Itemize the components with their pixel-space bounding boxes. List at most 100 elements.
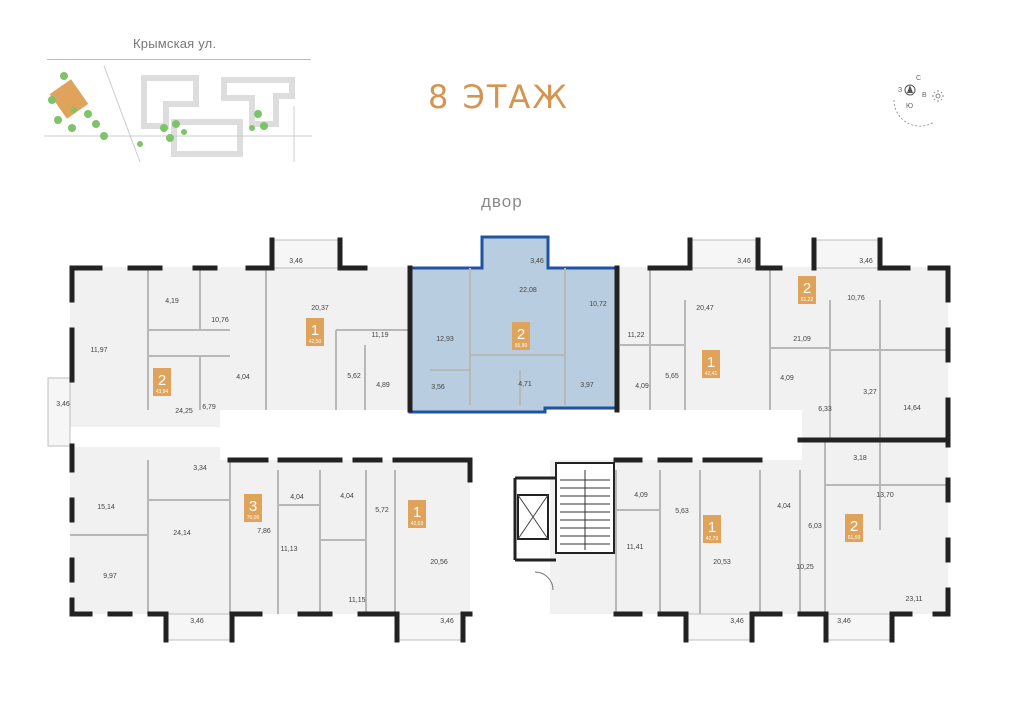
room-area-label: 15,14	[97, 504, 115, 511]
room-area-label: 23,11	[906, 596, 923, 603]
badge-rooms: 1	[708, 519, 716, 536]
room-area-label: 10,25	[796, 564, 814, 571]
badge-area: 55,90	[515, 343, 528, 349]
room-area-label: 12,93	[436, 336, 454, 343]
badge-area: 61,22	[801, 297, 814, 303]
room-area-label: 6,03	[808, 523, 822, 530]
room-area-label: 3,46	[730, 618, 744, 625]
apartment-badge[interactable]: 261,59	[845, 514, 863, 542]
room-area-label: 20,56	[430, 559, 448, 566]
room-area-label: 3,34	[193, 465, 207, 472]
compass-s: Ю	[906, 103, 913, 110]
apartment-badge[interactable]: 142,41	[702, 350, 720, 378]
badge-area: 61,59	[848, 535, 861, 541]
room-area-label: 4,04	[290, 494, 304, 501]
room-area-label: 9,97	[103, 573, 117, 580]
room-area-label: 11,22	[628, 332, 645, 339]
badge-area: 42,50	[309, 339, 322, 345]
room-area-label: 4,04	[236, 374, 250, 381]
room-area-label: 5,62	[347, 373, 361, 380]
room-area-label: 4,71	[518, 381, 532, 388]
room-area-label: 4,09	[634, 492, 648, 499]
badge-area: 42,03	[411, 521, 424, 527]
room-area-label: 10,76	[847, 295, 865, 302]
badge-rooms: 2	[517, 326, 525, 343]
room-area-label: 11,15	[349, 597, 366, 604]
room-area-label: 3,46	[56, 401, 70, 408]
room-area-label: 4,89	[376, 382, 390, 389]
room-area-label: 20,53	[713, 559, 731, 566]
street-name: Крымская ул.	[133, 36, 217, 51]
room-area-label: 24,25	[175, 408, 193, 415]
room-area-label: 3,46	[190, 618, 204, 625]
apartment-badge[interactable]: 376,06	[244, 494, 262, 522]
room-area-label: 20,47	[696, 305, 714, 312]
badge-rooms: 2	[158, 372, 166, 389]
room-area-label: 6,33	[818, 406, 832, 413]
room-area-label: 5,72	[375, 507, 389, 514]
apartment-badge[interactable]: 142,03	[408, 500, 426, 528]
apartment-badge[interactable]: 142,50	[306, 318, 324, 346]
room-area-label: 4,04	[340, 493, 354, 500]
room-area-label: 3,27	[863, 389, 877, 396]
apartment-badge[interactable]: 261,22	[798, 276, 816, 304]
room-area-label: 24,14	[173, 530, 191, 537]
room-area-label: 3,18	[853, 455, 867, 462]
badge-rooms: 1	[413, 504, 421, 521]
room-area-label: 4,04	[777, 503, 791, 510]
badge-area: 42,41	[705, 371, 718, 377]
room-area-label: 11,13	[281, 546, 298, 553]
room-area-label: 21,09	[793, 336, 811, 343]
room-area-label: 6,79	[202, 404, 216, 411]
room-area-label: 4,19	[165, 298, 179, 305]
plan-base	[47, 235, 951, 643]
room-area-label: 20,37	[311, 305, 329, 312]
badge-area: 42,79	[706, 536, 719, 542]
badge-rooms: 2	[850, 518, 858, 535]
compass-w: З	[898, 87, 902, 94]
compass: С З В Ю	[893, 75, 944, 127]
room-area-label: 3,46	[289, 258, 303, 265]
room-area-label: 3,97	[580, 382, 594, 389]
room-area-label: 3,46	[737, 258, 751, 265]
building-marker	[49, 79, 89, 119]
room-area-label: 10,72	[589, 301, 607, 308]
room-area-label: 10,76	[211, 317, 229, 324]
street-line	[47, 59, 311, 60]
floor-title: 8 ЭТАЖ	[428, 78, 569, 116]
courtyard-label: двор	[481, 192, 523, 211]
room-area-label: 5,63	[675, 508, 689, 515]
room-area-label: 4,09	[635, 383, 649, 390]
room-area-label: 11,97	[91, 347, 108, 354]
room-area-label: 3,46	[530, 258, 544, 265]
room-area-label: 5,65	[665, 373, 679, 380]
room-area-label: 3,46	[859, 258, 873, 265]
badge-rooms: 3	[249, 498, 257, 515]
compass-e: В	[922, 92, 927, 99]
site-minimap[interactable]	[44, 66, 312, 162]
badge-area: 43,94	[156, 389, 169, 395]
badge-rooms: 2	[803, 280, 811, 297]
room-area-label: 13,70	[876, 492, 894, 499]
room-area-label: 22,08	[519, 287, 537, 294]
apartment-badge[interactable]: 142,79	[703, 515, 721, 543]
apartment-badge[interactable]: 243,94	[153, 368, 171, 396]
room-area-label: 3,46	[837, 618, 851, 625]
apartment-badge[interactable]: 255,90	[512, 322, 530, 350]
badge-area: 76,06	[247, 515, 260, 521]
room-area-label: 11,19	[372, 332, 389, 339]
room-area-label: 4,09	[780, 375, 794, 382]
compass-n: С	[916, 75, 921, 82]
sun-icon	[932, 90, 944, 102]
room-area-label: 3,46	[440, 618, 454, 625]
room-area-label: 14,64	[903, 405, 921, 412]
room-area-label: 3,56	[431, 384, 445, 391]
badge-rooms: 1	[311, 322, 319, 339]
room-area-label: 11,41	[627, 544, 644, 551]
room-area-label: 7,86	[257, 528, 271, 535]
compass-arrow-icon	[907, 85, 913, 93]
badge-rooms: 1	[707, 354, 715, 371]
